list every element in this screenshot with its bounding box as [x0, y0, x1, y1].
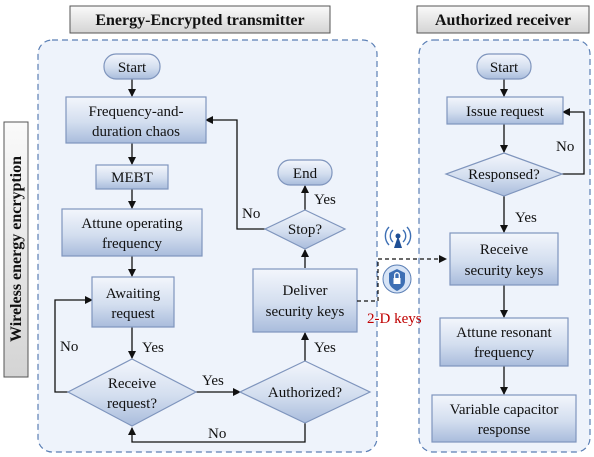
tx-deliver-line1: Deliver [283, 283, 328, 299]
edge-label-2d-keys: 2-D keys [367, 311, 422, 327]
key-transfer-link [357, 255, 447, 302]
rx-varcap-line1: Variable capacitor [450, 402, 559, 418]
edge-label-yes-responsed: Yes [515, 210, 537, 226]
edge-label-yes-awaiting: Yes [142, 340, 164, 356]
tx-deliver-line2: security keys [266, 304, 345, 320]
edge-label-yes-authorized: Yes [314, 340, 336, 356]
edge-label-yes-receive: Yes [202, 373, 224, 389]
header-transmitter: Energy-Encrypted transmitter [69, 5, 331, 34]
header-receiver-text: Authorized receiver [435, 12, 571, 29]
rx-issue-node: Issue request [446, 96, 564, 125]
side-label: Wireless energy encryption [3, 121, 29, 378]
rx-issue-text: Issue request [466, 104, 545, 120]
side-label-text: Wireless energy encryption [8, 156, 25, 342]
header-transmitter-text: Energy-Encrypted transmitter [95, 12, 304, 29]
tx-chaos-node: Frequency-and- duration chaos [65, 96, 207, 144]
tx-deliver-node: Deliver security keys [252, 268, 358, 333]
rx-receive-keys-line1: Receive [480, 242, 529, 258]
tx-stop-text: Stop? [288, 222, 323, 238]
edge-label-no-authorized: No [208, 426, 226, 442]
receiver-connectors [500, 79, 585, 395]
rx-varcap-line2: response [478, 422, 531, 438]
header-receiver: Authorized receiver [416, 5, 590, 34]
tx-awaiting-line1: Awaiting [106, 286, 161, 302]
tx-attune-node: Attune operating frequency [61, 208, 203, 257]
tx-chaos-line2: duration chaos [92, 124, 180, 140]
tx-end-node: End [277, 159, 333, 186]
tx-start-text: Start [118, 60, 147, 76]
tx-authorized-text: Authorized? [268, 385, 342, 401]
tx-stop-decision: Stop? [263, 209, 347, 250]
edge-label-yes-stop: Yes [314, 192, 336, 208]
rx-attune-line2: frequency [474, 345, 534, 361]
rx-responsed-text: Responsed? [468, 167, 540, 183]
rx-attune-line1: Attune resonant [456, 325, 552, 341]
edge-label-no-receive: No [60, 339, 78, 355]
tx-receive-request-line1: Receive [108, 376, 157, 392]
rx-receive-keys-line2: security keys [465, 263, 544, 279]
tx-mebt-text: MEBT [111, 170, 153, 186]
tx-start-node: Start [103, 53, 161, 80]
tx-receive-request-line2: request? [107, 396, 157, 412]
tx-receive-request-decision: Receive request? [66, 358, 198, 427]
edge-label-no-responsed: No [556, 139, 574, 155]
transmitter-connectors [54, 79, 309, 443]
rx-receive-keys-node: Receive security keys [449, 232, 559, 286]
tx-attune-line2: frequency [102, 236, 162, 252]
tx-attune-line1: Attune operating [81, 216, 183, 232]
tx-authorized-decision: Authorized? [238, 360, 372, 424]
wireless-antenna-icon [384, 226, 412, 248]
tx-awaiting-node: Awaiting request [91, 276, 175, 328]
tx-end-text: End [293, 166, 318, 182]
shield-lock-icon [382, 264, 412, 294]
edge-label-no-stop: No [242, 206, 260, 222]
rx-varcap-node: Variable capacitor response [431, 394, 577, 443]
rx-start-node: Start [476, 53, 532, 80]
rx-start-text: Start [490, 60, 519, 76]
tx-chaos-line1: Frequency-and- [89, 104, 184, 120]
tx-awaiting-line2: request [111, 306, 155, 322]
rx-responsed-decision: Responsed? [444, 152, 564, 197]
rx-attune-node: Attune resonant frequency [439, 317, 569, 367]
tx-mebt-node: MEBT [95, 164, 169, 190]
